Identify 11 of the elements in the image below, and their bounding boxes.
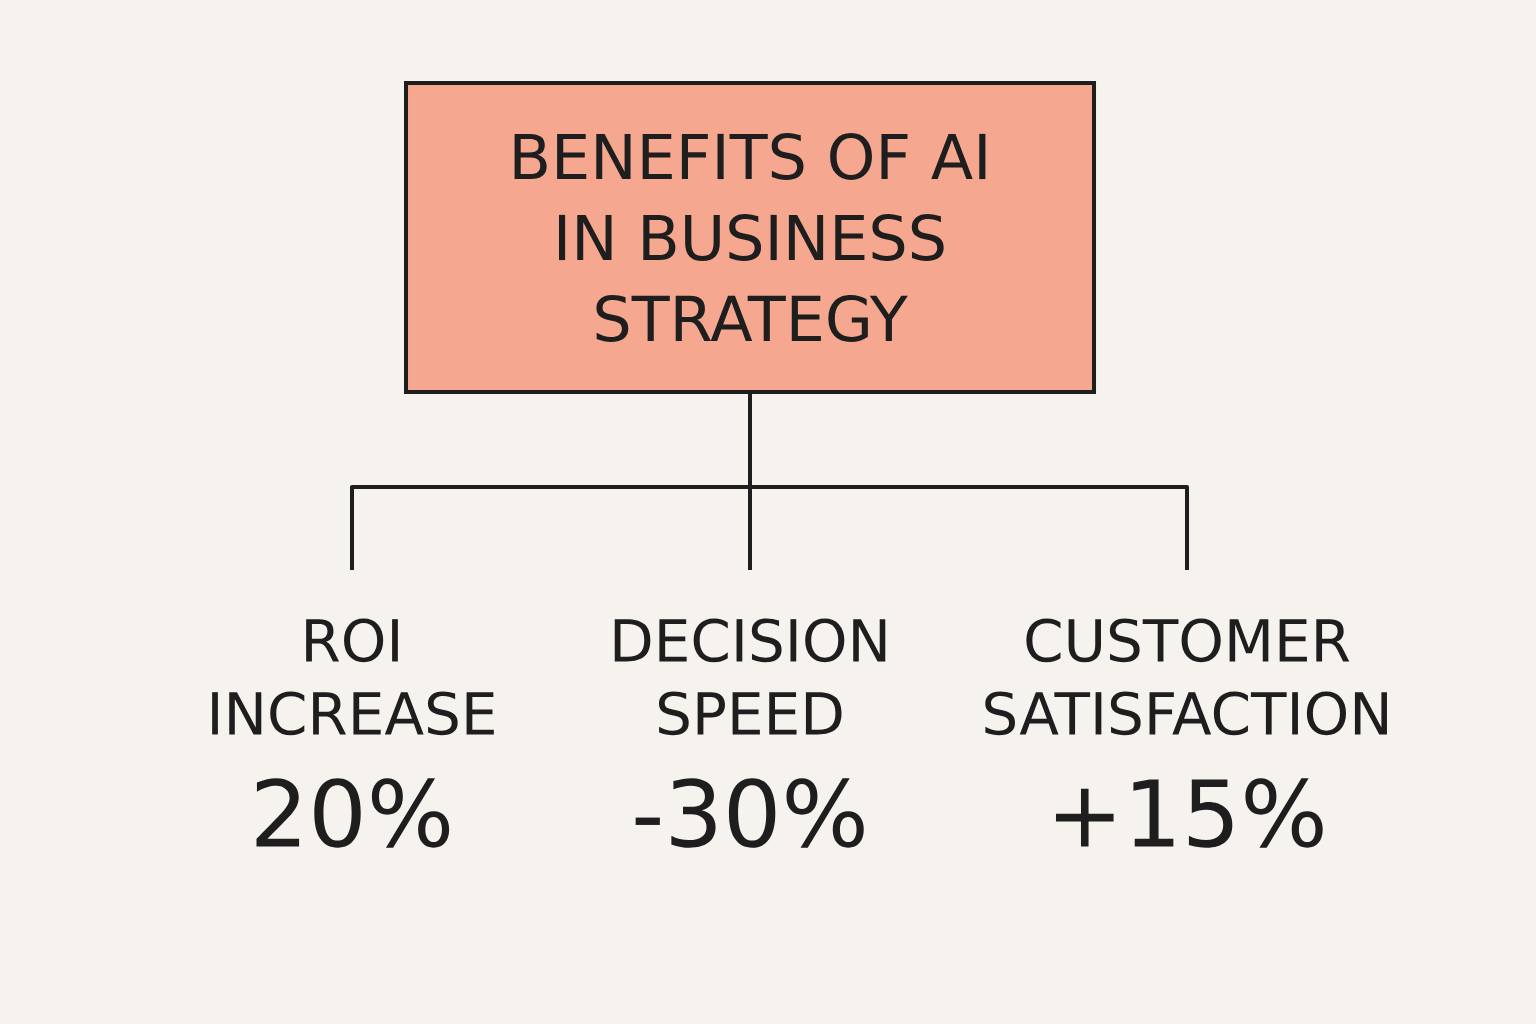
percentage-value: 20% (256, 778, 450, 848)
percentage-value: -30% (635, 778, 864, 848)
category-label: CUSTOMER SATISFACTION (985, 618, 1387, 736)
connector-line (750, 485, 1189, 570)
title-box: BENEFITS OF AI IN BUSINESS STRATEGY (404, 81, 1096, 394)
connector-line (748, 487, 752, 570)
connector-line (748, 394, 752, 487)
percentage-value: +15% (1056, 778, 1323, 848)
category-label: DECISION SPEED (614, 618, 886, 736)
category-label: ROI INCREASE (212, 618, 494, 736)
connector-line (350, 485, 750, 570)
